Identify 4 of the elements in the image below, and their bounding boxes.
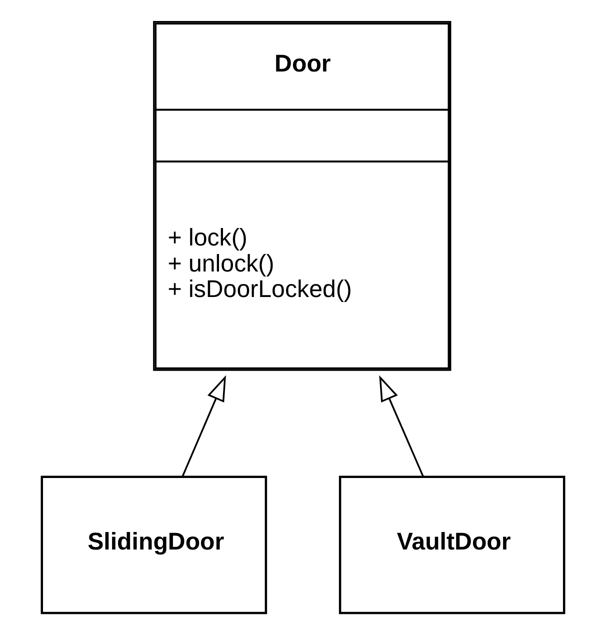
arrow bbox=[181, 375, 226, 477]
arrow bbox=[378, 375, 424, 477]
node-box: VaultDoor bbox=[338, 476, 565, 614]
node-box: SlidingDoor bbox=[40, 476, 267, 614]
